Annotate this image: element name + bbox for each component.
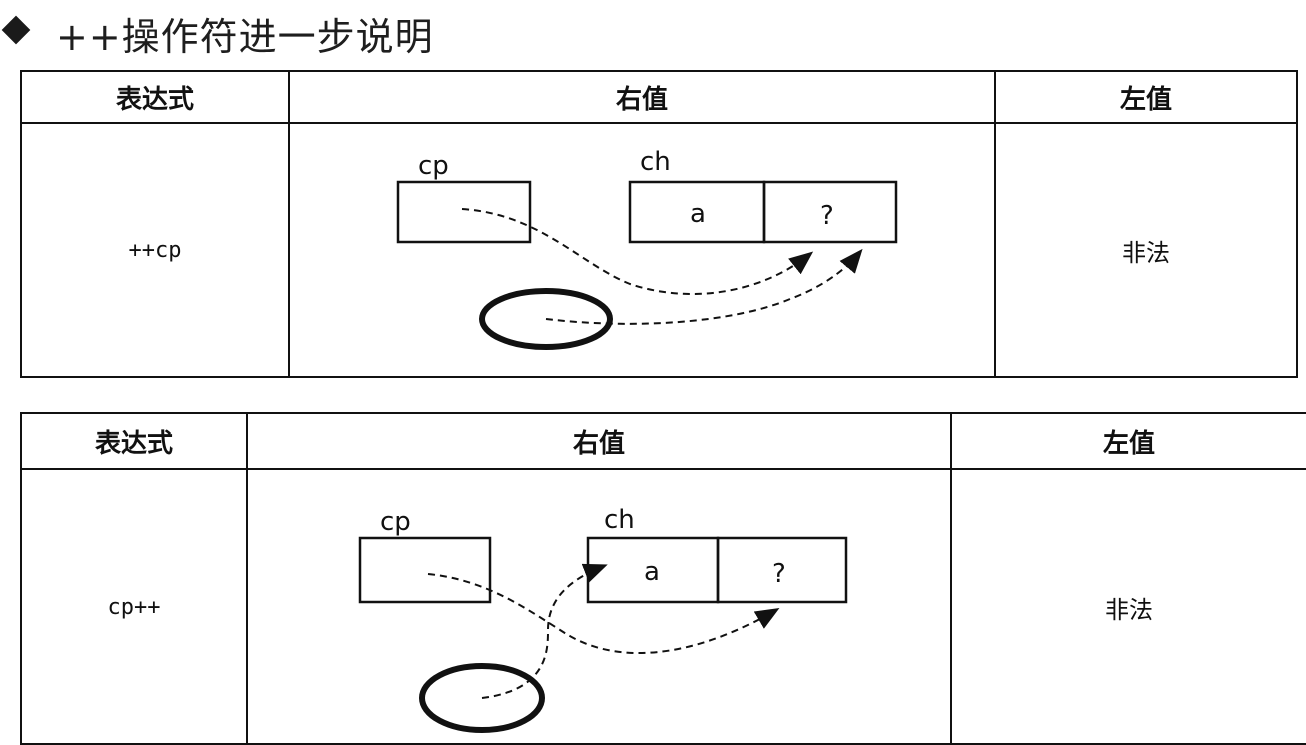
- pointer-arrow-dashed: [427, 573, 780, 655]
- header-rvalue: 右值: [572, 428, 625, 459]
- rvalue-diagram: cp ch a ?: [396, 147, 898, 350]
- header-divider: [22, 468, 1306, 470]
- table-prefix-increment: 表达式 右值 左值 ++cp 非法 cp ch a ?: [20, 70, 1298, 378]
- array-cell-b-text: ?: [820, 201, 834, 231]
- array-cell-a-text: a: [690, 199, 706, 229]
- array-label: ch: [640, 147, 671, 177]
- expression-cell: ++cp: [128, 237, 182, 263]
- pointer-label: cp: [418, 151, 449, 181]
- header-expression: 表达式: [115, 84, 194, 115]
- lvalue-cell: 非法: [1122, 238, 1170, 267]
- expression-cell: cp++: [107, 595, 161, 620]
- column-divider: [994, 72, 996, 376]
- pointer-box: [358, 536, 492, 604]
- result-temp-ellipse: [479, 288, 613, 350]
- column-divider: [288, 72, 290, 376]
- diamond-bullet-icon: [1, 15, 31, 45]
- pointer-arrow-dashed: [461, 208, 814, 295]
- column-divider: [246, 414, 248, 743]
- header-rvalue: 右值: [615, 84, 668, 115]
- array-cell-b: [716, 536, 848, 604]
- column-divider: [950, 414, 952, 743]
- pointer-label: cp: [380, 507, 411, 537]
- title-text: ++操作符进一步说明: [56, 15, 434, 59]
- result-arrow-dashed: [481, 563, 608, 699]
- array-cell-b-text: ?: [772, 559, 786, 589]
- rvalue-diagram: cp ch a ?: [358, 505, 848, 733]
- header-lvalue: 左值: [1102, 428, 1155, 459]
- header-divider: [22, 122, 1296, 124]
- array-label: ch: [604, 505, 635, 535]
- lvalue-cell: 非法: [1105, 596, 1153, 624]
- array-cell-a-text: a: [644, 557, 660, 587]
- result-arrow-dashed: [545, 248, 863, 325]
- header-expression: 表达式: [94, 428, 173, 459]
- table-postfix-increment: 表达式 右值 左值 cp++ 非法 cp ch a ?: [20, 412, 1306, 745]
- slide-title: ++操作符进一步说明: [0, 0, 1306, 62]
- array-cell-b: [762, 180, 898, 244]
- header-lvalue: 左值: [1119, 84, 1172, 115]
- result-temp-ellipse: [419, 663, 545, 733]
- pointer-box: [396, 180, 532, 244]
